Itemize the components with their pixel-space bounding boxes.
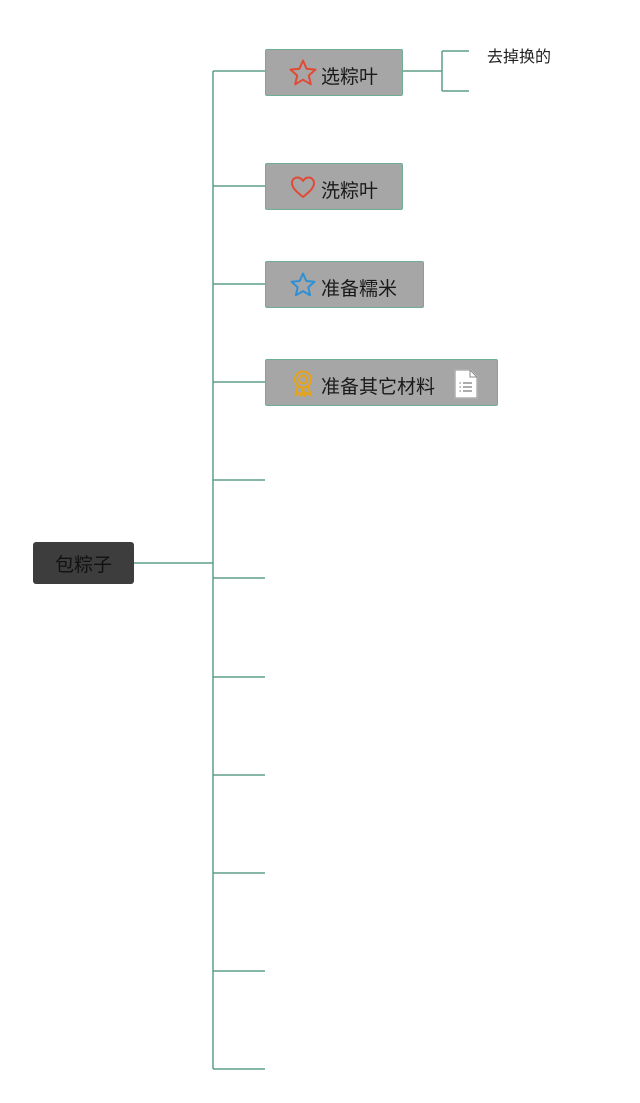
root-node[interactable]: 包粽子 bbox=[33, 542, 134, 584]
topic-label: 准备糯米 bbox=[321, 278, 398, 300]
topic-node-prepare-rice[interactable]: 准备糯米 bbox=[265, 261, 424, 308]
star-outline-icon bbox=[289, 59, 317, 86]
award-medal-icon bbox=[294, 370, 312, 397]
star-outline-icon bbox=[290, 272, 316, 297]
topic-label: 准备其它材料 bbox=[321, 376, 436, 398]
subtopic-remove-bad-leaves[interactable]: 去掉换的 bbox=[487, 47, 552, 66]
root-label: 包粽子 bbox=[54, 553, 112, 576]
topic-node-prepare-other-materials[interactable]: 准备其它材料 bbox=[265, 359, 498, 406]
topic-label: 洗粽叶 bbox=[321, 180, 379, 202]
topic-node-wash-leaves[interactable]: 洗粽叶 bbox=[265, 163, 403, 210]
topic-label: 选粽叶 bbox=[321, 66, 379, 88]
heart-outline-icon bbox=[291, 176, 315, 198]
topic-node-select-leaves[interactable]: 选粽叶 bbox=[265, 49, 403, 96]
document-icon[interactable] bbox=[452, 368, 480, 400]
